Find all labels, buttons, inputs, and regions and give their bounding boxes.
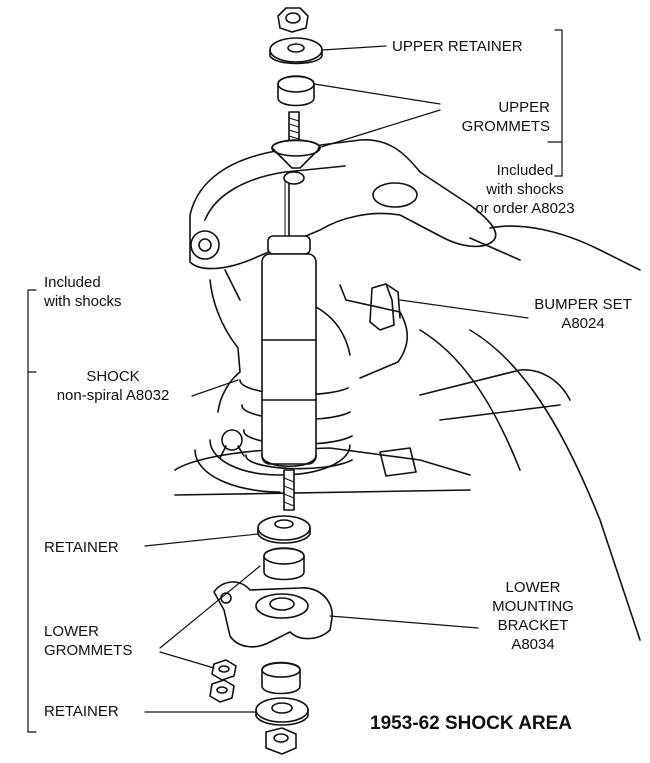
label-upper-retainer: UPPER RETAINER <box>392 38 523 55</box>
label-upper-grommets-line1: UPPER <box>498 99 550 116</box>
label-bumper-set-line1: BUMPER SET <box>534 296 632 313</box>
label-lower-mounting-bracket: LOWER MOUNTING BRACKET A8034 <box>478 578 588 654</box>
label-shock-line1: SHOCK <box>86 368 140 385</box>
label-upper-grommets: UPPER GROMMETS <box>440 98 550 136</box>
label-lower-grommets: LOWER GROMMETS <box>44 622 132 660</box>
label-shock-line2: non-spiral A8032 <box>56 387 170 404</box>
label-included-left-line1: Included <box>44 274 101 291</box>
bumper <box>369 283 401 331</box>
label-included-left: Included with shocks <box>44 273 122 311</box>
lower-stack <box>209 515 333 755</box>
label-upper-grommets-line2: GROMMETS <box>461 118 550 135</box>
label-bumper-set: BUMPER SET A8024 <box>528 295 638 333</box>
label-included-left-line2: with shocks <box>44 293 122 310</box>
upper-stack <box>269 7 323 185</box>
label-bumper-set-line2: A8024 <box>561 315 605 332</box>
label-included-top-line1: Included <box>496 162 554 179</box>
label-retainer-bottom: RETAINER <box>44 703 119 720</box>
leader-lines <box>27 29 563 733</box>
label-retainer-mid: RETAINER <box>44 539 119 556</box>
label-lower-bracket-line3: BRACKET <box>497 617 569 634</box>
label-lower-grommets-line2: GROMMETS <box>44 642 133 659</box>
label-lower-bracket-line4: A8034 <box>511 636 555 653</box>
label-included-top-line3: or order A8023 <box>475 200 575 217</box>
label-shock: SHOCK non-spiral A8032 <box>38 367 188 405</box>
diagram-title: 1953-62 SHOCK AREA <box>370 713 573 734</box>
label-lower-grommets-line1: LOWER <box>44 623 100 640</box>
label-included-top: Included with shocks or order A8023 <box>460 161 590 218</box>
label-lower-bracket-line1: LOWER <box>505 579 561 596</box>
upper-control-arm <box>189 139 641 301</box>
label-lower-bracket-line2: MOUNTING <box>492 598 574 615</box>
shock-absorber <box>261 179 317 511</box>
label-included-top-line2: with shocks <box>486 181 564 198</box>
